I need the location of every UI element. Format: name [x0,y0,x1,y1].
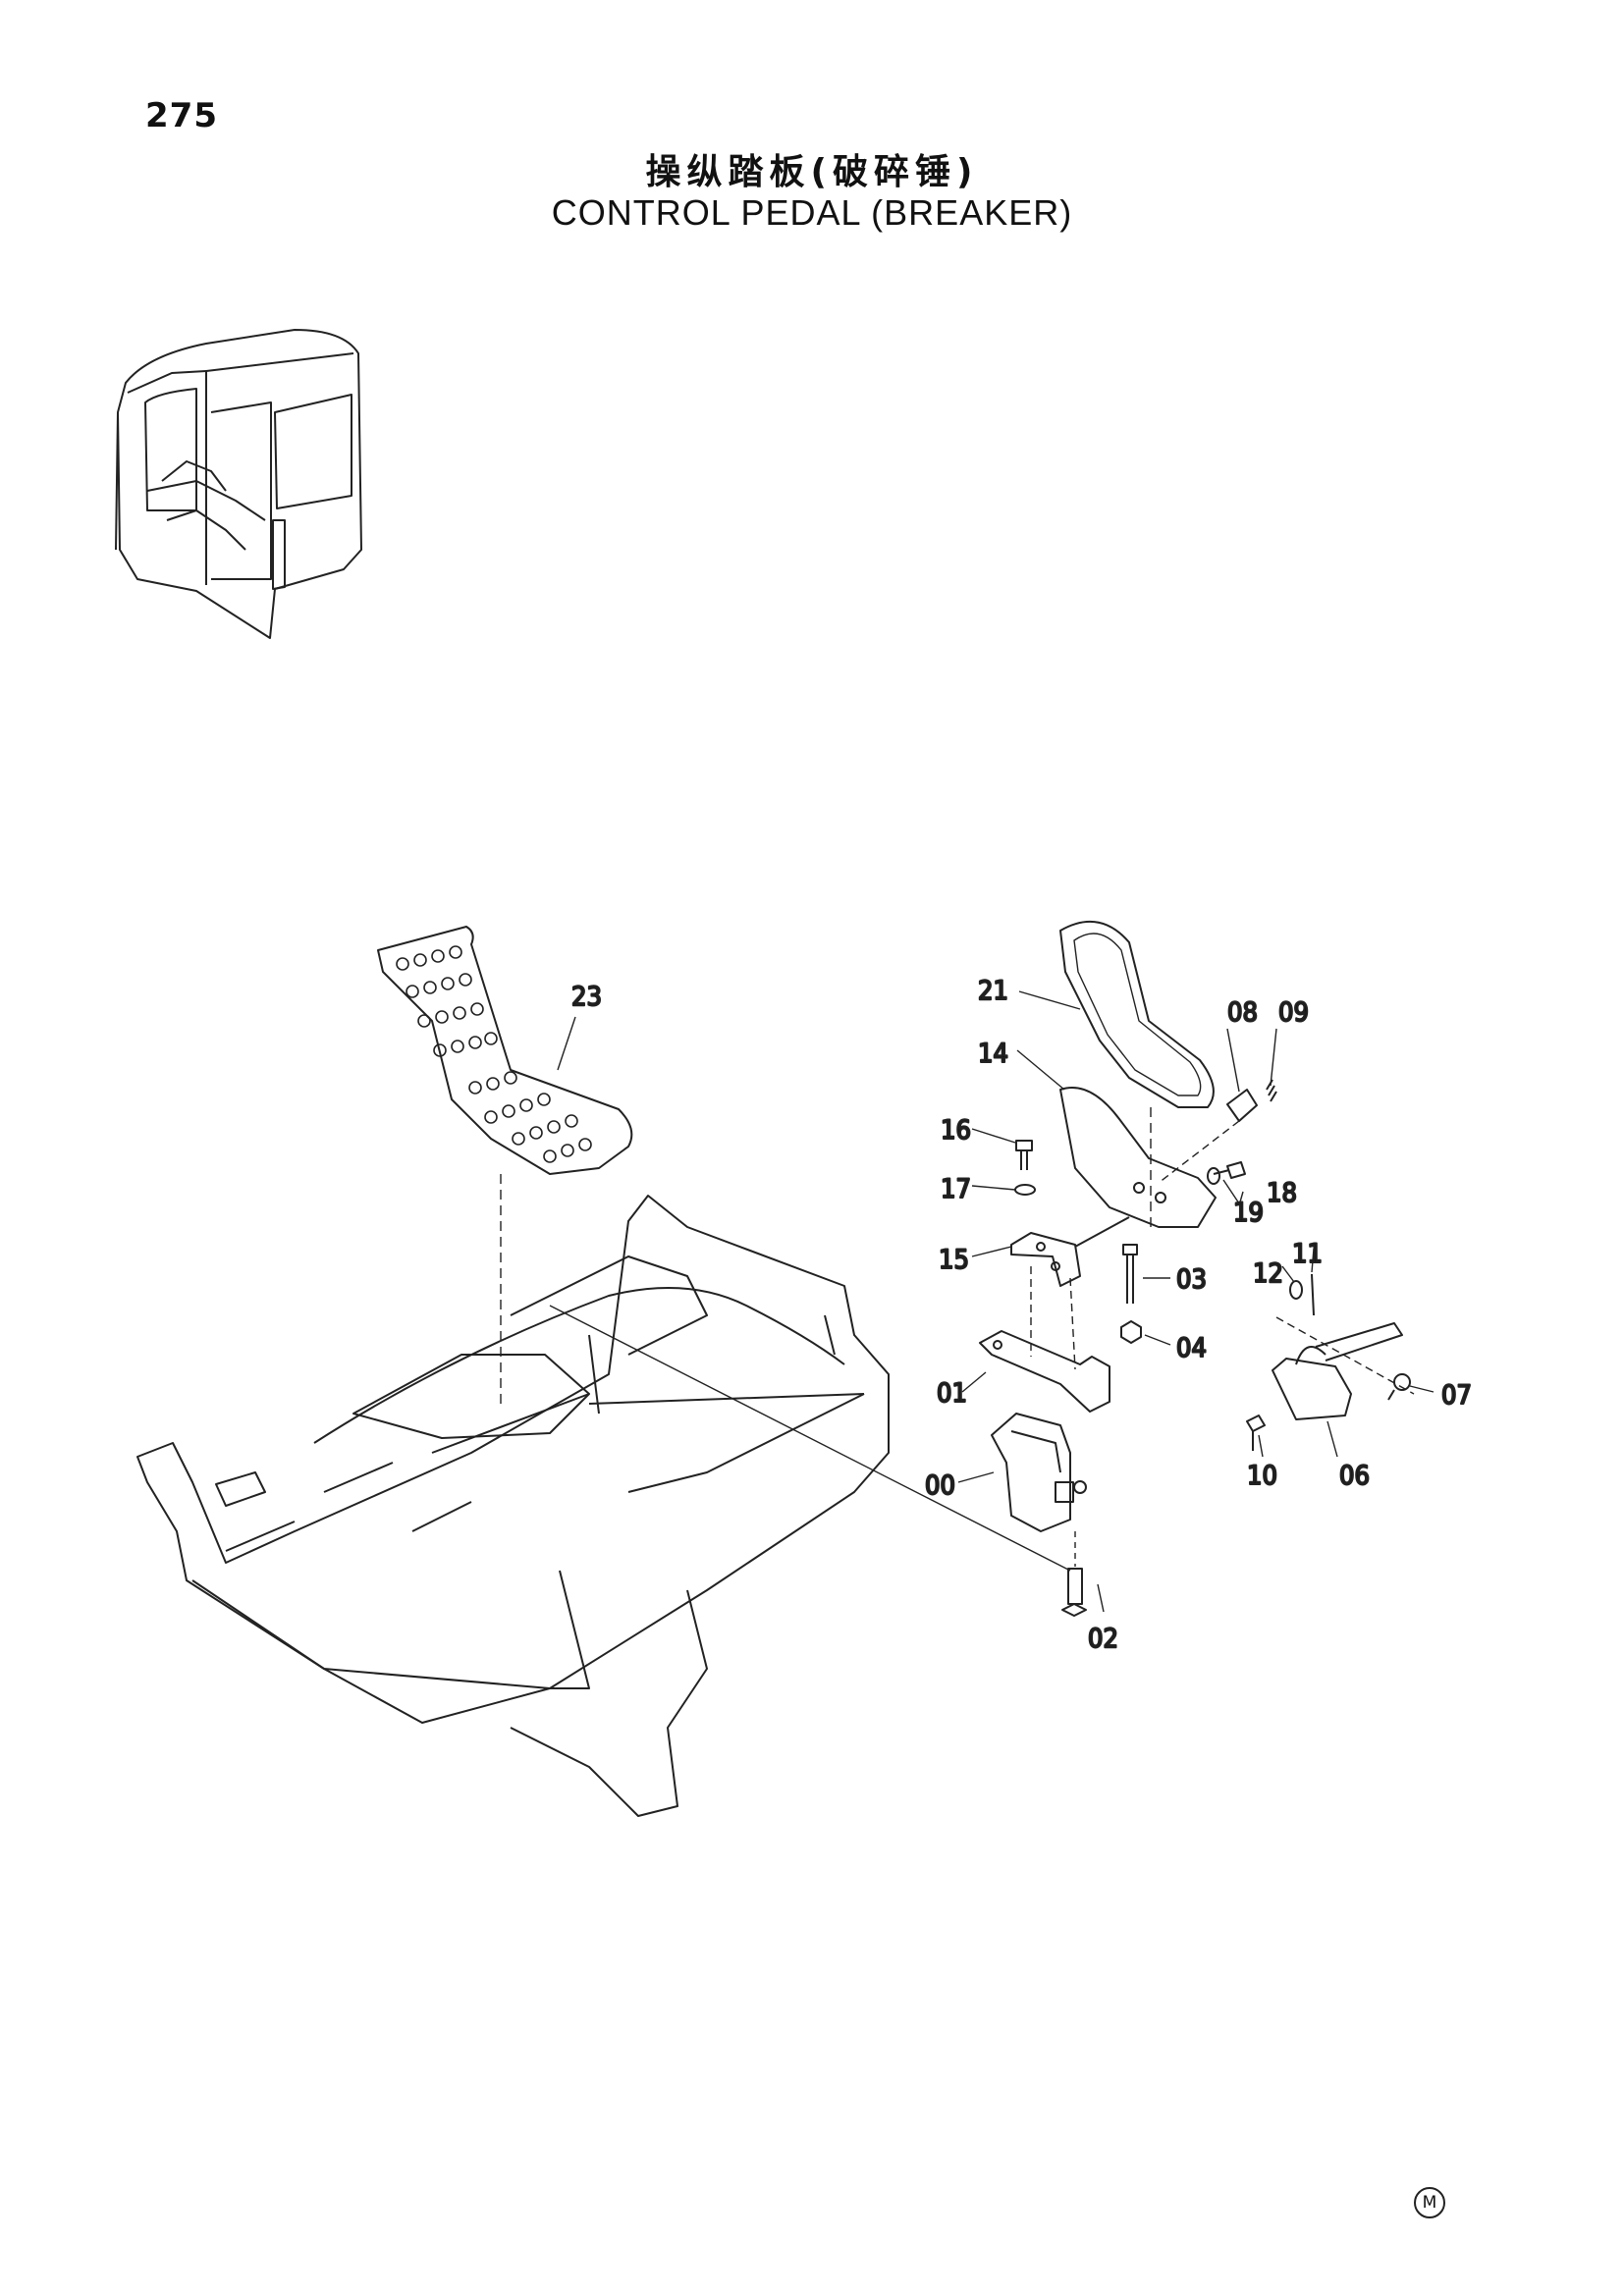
callout-12: 12 [1253,1258,1283,1289]
callout-14: 14 [978,1039,1008,1069]
circled-m-mark: M [1414,2187,1445,2218]
washer-19 [1207,1167,1220,1185]
hose-line [549,1305,1071,1572]
bolt-16 [1015,1140,1033,1170]
callout-06: 06 [1339,1461,1370,1491]
callout-23: 23 [571,982,602,1012]
bolt-02 [1061,1531,1087,1617]
switch-bracket-06 [1272,1322,1403,1420]
bracket-01 [979,1266,1110,1413]
title-english: CONTROL PEDAL (BREAKER) [551,192,1073,233]
valve-00 [991,1413,1087,1532]
callout-10: 10 [1247,1461,1277,1491]
callout-07: 07 [1441,1380,1472,1411]
callout-21: 21 [978,976,1008,1006]
bracket-15 [1010,1232,1081,1287]
bolt-03 [1122,1244,1138,1304]
washer-17 [1014,1184,1036,1196]
cab-thumbnail [115,329,362,639]
callout-02: 02 [1088,1624,1118,1654]
page-number: 275 [145,96,218,135]
callout-15: 15 [939,1245,969,1275]
pedal-plate-23 [377,926,633,1404]
leader-lines [557,990,1435,1613]
callout-03: 03 [1176,1264,1207,1295]
floor-plate [136,1195,890,1817]
nut-04 [1120,1320,1142,1344]
callout-01: 01 [937,1378,967,1409]
callout-00: 00 [925,1470,955,1501]
screw-07 [1387,1373,1411,1401]
title-chinese: 操纵踏板(破碎锤) [645,152,979,192]
callout-19: 19 [1233,1198,1264,1228]
pedal-pad-21 [1059,920,1215,1227]
washer-12 [1289,1280,1303,1300]
pedal-bracket-14 [1059,1087,1217,1248]
bolt-10 [1246,1415,1266,1451]
callout-11: 11 [1292,1239,1323,1269]
callout-08: 08 [1227,997,1258,1028]
callout-18: 18 [1267,1178,1297,1208]
pin-11 [1311,1273,1315,1316]
callout-17: 17 [941,1174,971,1204]
callout-09: 09 [1278,997,1309,1028]
callout-04: 04 [1176,1333,1207,1363]
callout-16: 16 [941,1115,971,1146]
spring-08-09 [1158,1079,1277,1184]
bolt-18 [1213,1161,1246,1179]
